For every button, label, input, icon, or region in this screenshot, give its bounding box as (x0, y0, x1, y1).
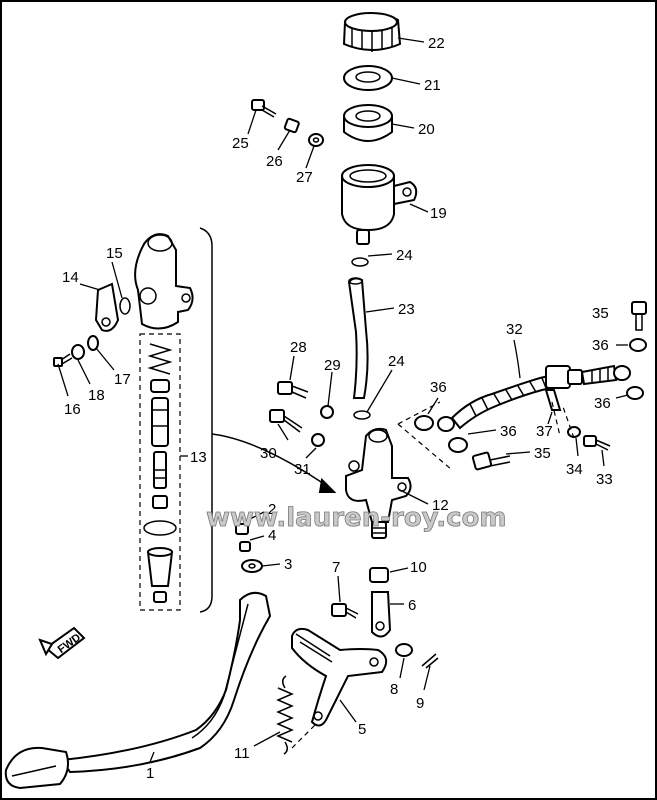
copper-washer-ur-1 (629, 338, 647, 352)
callout-21: 21 (424, 77, 441, 94)
master-cylinder-body (134, 233, 194, 330)
cotter-washer (395, 643, 413, 657)
forward-arrow-icon (38, 626, 86, 660)
callout-12: 12 (432, 497, 449, 514)
callout-36-upper-right: 36 (592, 337, 609, 354)
union-fitting (94, 282, 120, 332)
reservoir-nut (283, 117, 300, 134)
callout-23: 23 (398, 301, 415, 318)
callout-29: 29 (324, 357, 341, 374)
callout-31: 31 (294, 461, 311, 478)
callout-30: 30 (260, 445, 277, 462)
callout-33: 33 (596, 471, 613, 488)
callout-3: 3 (284, 556, 292, 573)
reservoir-bolt (251, 99, 277, 118)
reservoir-tank (341, 164, 418, 245)
mount-bolt-lower (269, 409, 303, 433)
callout-13: 13 (190, 449, 207, 466)
clevis (371, 591, 392, 638)
piston-kit-box (139, 333, 188, 611)
brake-pedal (4, 591, 272, 790)
return-spring (276, 675, 317, 755)
push-rod-nut (152, 495, 168, 509)
callout-11: 11 (234, 745, 250, 762)
union-bolt-upper (631, 301, 647, 331)
callout-22: 22 (428, 35, 445, 52)
pivot-washer (241, 559, 263, 573)
callout-28: 28 (290, 339, 307, 356)
callout-32: 32 (506, 321, 523, 338)
clevis-nut (153, 591, 167, 603)
callout-6: 6 (408, 597, 416, 614)
bracket-bolt (583, 435, 611, 451)
mount-bolt-upper (277, 381, 309, 399)
reservoir-cap (342, 12, 402, 52)
callout-19: 19 (430, 205, 447, 222)
brake-arm (291, 627, 388, 727)
callout-35-upper: 35 (592, 305, 609, 322)
piston (151, 397, 169, 447)
callout-16: 16 (64, 401, 81, 418)
mount-washer-lower (311, 433, 325, 447)
brake-hose (437, 364, 631, 432)
piston-cup (150, 379, 170, 393)
callout-18: 18 (88, 387, 105, 404)
dust-boot (146, 547, 174, 587)
clevis-pin (331, 603, 359, 619)
callout-26: 26 (266, 153, 283, 170)
callout-27: 27 (296, 169, 313, 186)
callout-5: 5 (358, 721, 366, 738)
callout-14: 14 (62, 269, 79, 286)
callout-9: 9 (416, 695, 424, 712)
copper-washer-l-2 (448, 437, 468, 453)
pivot-nut (239, 541, 251, 552)
mount-washer-upper (320, 405, 334, 419)
rear-master-cylinder (345, 427, 412, 539)
union-washer-a (71, 344, 85, 360)
watermark: www.lauren-roy.com (206, 503, 507, 533)
callout-25: 25 (232, 135, 249, 152)
leader-lines (57, 37, 637, 763)
reservoir-hose (347, 277, 369, 399)
callout-36-middle: 36 (500, 423, 517, 440)
callout-labels: 22 21 20 19 25 26 27 24 23 24 15 14 17 1… (62, 35, 613, 782)
copper-washer-ur-2 (626, 386, 644, 400)
union-washer-b (87, 335, 99, 351)
callout-10: 10 (410, 559, 427, 576)
hose-bracket (544, 389, 562, 411)
callout-24-lower: 24 (388, 353, 405, 370)
bracket-washer (567, 426, 581, 438)
hose-clip-upper (351, 257, 369, 267)
callout-34: 34 (566, 461, 583, 478)
reservoir-washer (308, 133, 324, 147)
callout-20: 20 (418, 121, 435, 138)
piston-spring (147, 343, 173, 375)
callout-17: 17 (114, 371, 131, 388)
callout-37: 37 (536, 423, 553, 440)
circlip (143, 520, 177, 536)
reservoir-diaphragm-plate (343, 65, 393, 91)
union-bolt-lower (471, 451, 511, 471)
lock-nut (369, 567, 389, 583)
hose-clip-lower (353, 410, 371, 420)
callout-24-upper: 24 (396, 247, 413, 264)
callout-36-left: 36 (430, 379, 447, 396)
callout-15: 15 (106, 245, 123, 262)
pivot-bolt (235, 523, 249, 535)
callout-1: 1 (146, 765, 154, 782)
callout-8: 8 (390, 681, 398, 698)
reservoir-diaphragm (343, 104, 393, 142)
callout-2: 2 (268, 501, 276, 518)
copper-washer-l-1 (414, 415, 434, 431)
callout-7: 7 (332, 559, 340, 576)
callout-35-lower: 35 (534, 445, 551, 462)
union-o-ring (119, 297, 131, 315)
push-rod (153, 451, 167, 489)
callout-36-lower-right: 36 (594, 395, 611, 412)
union-bolt (53, 353, 73, 367)
cotter-pin (421, 653, 439, 669)
assembly-bracket (199, 227, 337, 613)
callout-4: 4 (268, 527, 276, 544)
